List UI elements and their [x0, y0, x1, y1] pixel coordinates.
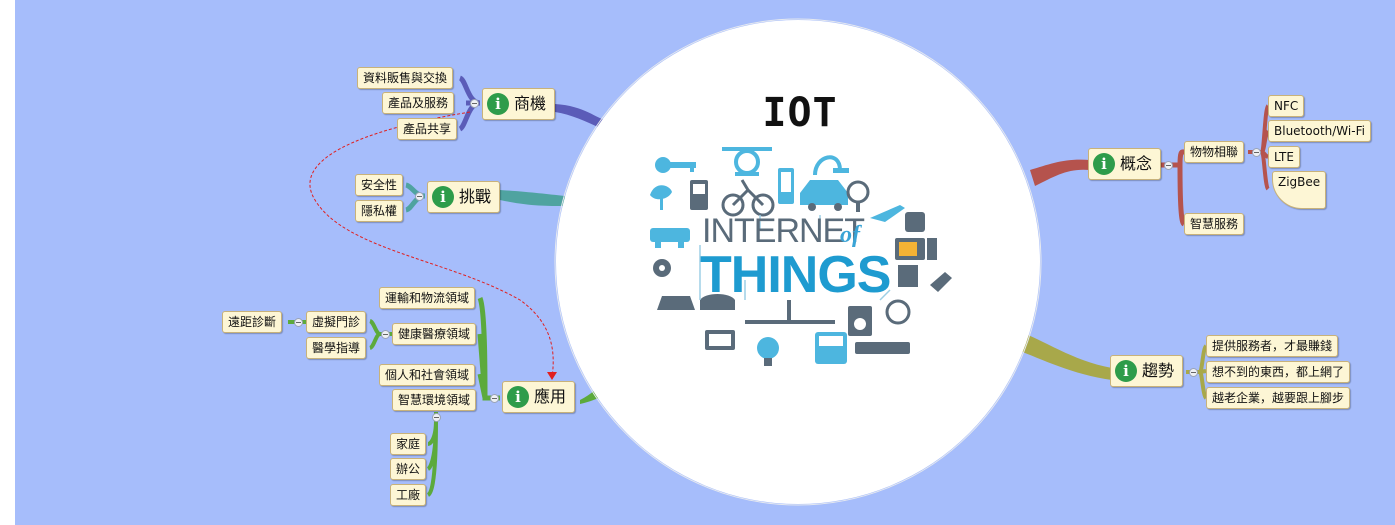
- relation-arrow: [309, 111, 554, 379]
- trash-icon: [898, 265, 918, 287]
- center-circle: [556, 20, 1040, 504]
- info-icon[interactable]: i: [432, 186, 454, 208]
- subtopic-nfc[interactable]: NFC: [1268, 95, 1305, 117]
- scale-icon: [905, 212, 925, 232]
- application-connector: [477, 297, 500, 401]
- collapse-toggle[interactable]: [381, 330, 390, 339]
- car-icon: [800, 180, 848, 211]
- topic-challenge[interactable]: i 挑戰: [427, 181, 501, 213]
- iron-icon: [657, 296, 695, 310]
- subtopic-logistics[interactable]: 運輸和物流領域: [379, 287, 476, 309]
- branch-trend: [1012, 330, 1112, 380]
- alarm-icon: [885, 299, 911, 325]
- subtopic-smart-environment[interactable]: 智慧環境領域: [392, 389, 477, 411]
- info-icon[interactable]: i: [1115, 360, 1137, 382]
- subtopic-bluetooth-wifi[interactable]: Bluetooth/Wi-Fi: [1268, 120, 1371, 142]
- center-circle-shape: [554, 18, 1042, 506]
- bulb-icon: [757, 337, 779, 366]
- plug-icon: [930, 272, 952, 292]
- subtopic-home[interactable]: 家庭: [390, 433, 427, 455]
- subtopic-old-companies[interactable]: 越老企業，越要跟上腳步: [1206, 387, 1351, 409]
- branch-challenge: [500, 190, 565, 206]
- topic-application[interactable]: i 應用: [502, 381, 576, 413]
- topic-label: 挑戰: [459, 187, 492, 206]
- subtopic-service-providers[interactable]: 提供服務者，才最賺錢: [1206, 335, 1339, 357]
- router-icon: [855, 342, 910, 354]
- health-connector: [368, 319, 392, 350]
- subtopic-social[interactable]: 個人和社會領域: [379, 364, 476, 386]
- collapse-toggle[interactable]: [470, 99, 479, 108]
- center-title: IOT: [762, 90, 838, 136]
- topic-label: 商機: [514, 94, 547, 113]
- telephone-icon: [700, 294, 735, 310]
- ceiling-fan-icon: [745, 300, 835, 324]
- branch-business: [555, 104, 610, 132]
- collapse-toggle[interactable]: [294, 318, 303, 327]
- airplane-icon: [870, 205, 905, 222]
- gear-icon: [653, 259, 671, 277]
- subtopic-smart-services[interactable]: 智慧服務: [1184, 213, 1245, 235]
- info-icon[interactable]: i: [1093, 153, 1115, 175]
- mobile-icon: [778, 168, 794, 204]
- subtopic-office[interactable]: 辦公: [390, 458, 427, 480]
- trend-connector: [1186, 344, 1208, 400]
- subtopic-remote-diagnosis[interactable]: 遠距診斷: [222, 311, 283, 333]
- logo-word-internet: INTERNET: [702, 212, 865, 250]
- bus-icon: [815, 332, 847, 364]
- shower-icon: [813, 155, 849, 176]
- phone-icon: [690, 180, 708, 210]
- topic-label: 應用: [534, 387, 567, 406]
- key-icon: [655, 157, 696, 173]
- collapse-toggle[interactable]: [1189, 368, 1198, 377]
- subtopic-products-services[interactable]: 產品及服務: [382, 92, 455, 114]
- subtopic-privacy[interactable]: 隱私權: [355, 200, 404, 222]
- topic-label: 趨勢: [1142, 361, 1175, 380]
- monitor-icon: [705, 330, 735, 350]
- fan-icon: [846, 180, 870, 212]
- collapse-toggle[interactable]: [1164, 161, 1173, 170]
- train-icon: [650, 228, 690, 248]
- collapse-toggle[interactable]: [415, 192, 424, 201]
- logo-word-of: of: [840, 222, 860, 248]
- subtopic-factory[interactable]: 工廠: [390, 484, 427, 506]
- subtopic-security[interactable]: 安全性: [355, 174, 404, 196]
- topic-trend[interactable]: i 趨勢: [1110, 355, 1184, 387]
- env-connector: [426, 412, 438, 497]
- topic-business[interactable]: i 商機: [482, 88, 556, 120]
- topic-concept[interactable]: i 概念: [1088, 148, 1162, 180]
- connect-connector: [1248, 104, 1270, 191]
- subtopic-data-trade[interactable]: 資料販售與交換: [357, 67, 454, 89]
- subtopic-product-sharing[interactable]: 產品共享: [397, 118, 458, 140]
- subtopic-healthcare[interactable]: 健康醫療領域: [392, 323, 477, 345]
- subtopic-virtual-clinic[interactable]: 虛擬門診: [306, 311, 367, 333]
- collapse-toggle[interactable]: [490, 394, 499, 403]
- collapse-toggle[interactable]: [432, 413, 441, 422]
- subtopic-lte[interactable]: LTE: [1268, 146, 1300, 168]
- branch-concept: [1030, 159, 1090, 186]
- tv-icon: [895, 238, 937, 260]
- speaker-icon: [848, 306, 872, 336]
- relation-arrow-head: [547, 372, 557, 380]
- topic-label: 概念: [1120, 154, 1153, 173]
- subtopic-everything-online[interactable]: 想不到的東西，都上網了: [1206, 361, 1351, 383]
- drone-icon: [722, 147, 772, 176]
- subtopic-interconnection[interactable]: 物物相聯: [1184, 141, 1245, 163]
- info-icon[interactable]: i: [487, 93, 509, 115]
- subtopic-medical-guidance[interactable]: 醫學指導: [306, 337, 367, 359]
- collapse-toggle[interactable]: [1252, 148, 1261, 157]
- logo-word-things: THINGS: [700, 246, 891, 304]
- leaf-icon: [650, 185, 672, 210]
- bicycle-icon: [721, 179, 775, 217]
- info-icon[interactable]: i: [507, 386, 529, 408]
